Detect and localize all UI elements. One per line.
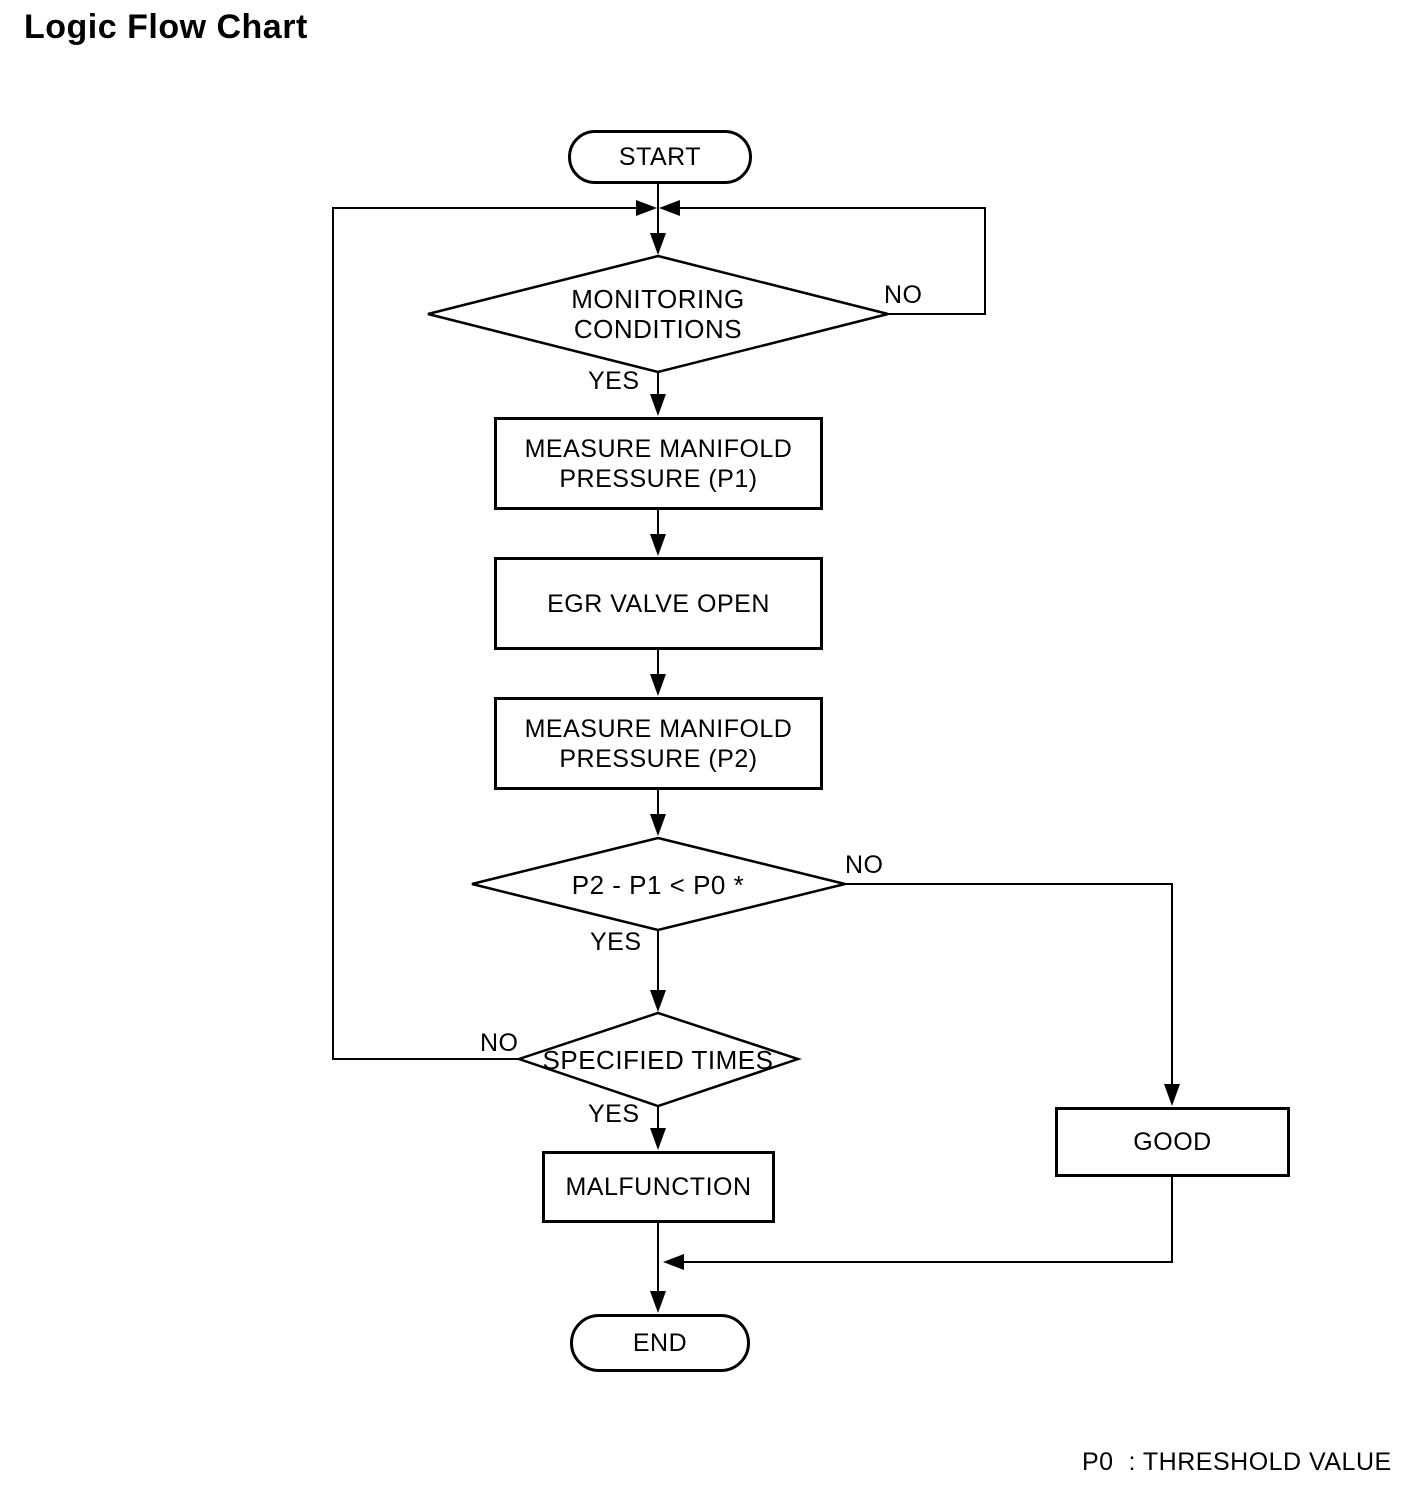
measure-pressure-p1-node: MEASURE MANIFOLD PRESSURE (P1) bbox=[494, 417, 823, 510]
times-no-label: NO bbox=[480, 1029, 519, 1057]
specified-times-decision-label: SPECIFIED TIMES bbox=[542, 1045, 774, 1075]
end-node: END bbox=[570, 1314, 750, 1372]
arrowhead-into-compare bbox=[650, 814, 666, 836]
arrowhead-junction-left bbox=[636, 200, 657, 216]
decision-monitoring-conditions-shape bbox=[427, 254, 889, 374]
arrowhead-into-egr bbox=[650, 534, 666, 556]
measure-pressure-p2-node: MEASURE MANIFOLD PRESSURE (P2) bbox=[494, 697, 823, 790]
edge-compare-no-to-good bbox=[845, 883, 1173, 1103]
decision-specified-times-shape bbox=[515, 1011, 802, 1108]
decision-pressure-compare-shape bbox=[471, 836, 846, 932]
edge-good-to-merge bbox=[666, 1177, 1173, 1263]
monitoring-yes-label: YES bbox=[588, 367, 640, 395]
times-yes-label: YES bbox=[588, 1100, 640, 1128]
good-node: GOOD bbox=[1055, 1107, 1290, 1177]
arrowhead-into-p1 bbox=[650, 394, 666, 416]
malfunction-node: MALFUNCTION bbox=[542, 1151, 775, 1223]
compare-yes-label: YES bbox=[590, 928, 642, 956]
arrowhead-into-good bbox=[1164, 1084, 1180, 1106]
threshold-footnote: P0 : THRESHOLD VALUE bbox=[1082, 1448, 1392, 1476]
page-title: Logic Flow Chart bbox=[24, 8, 308, 46]
monitoring-no-label: NO bbox=[884, 281, 923, 309]
arrowhead-into-p2 bbox=[650, 674, 666, 696]
arrowhead-into-malfunction bbox=[650, 1128, 666, 1150]
monitoring-conditions-decision-label: MONITORING CONDITIONS bbox=[571, 284, 745, 344]
arrowhead-junction-right bbox=[659, 200, 680, 216]
arrowhead-merge-left bbox=[663, 1254, 684, 1270]
arrowhead-into-monitoring bbox=[650, 233, 666, 255]
compare-no-label: NO bbox=[845, 851, 884, 879]
egr-valve-open-node: EGR VALVE OPEN bbox=[494, 557, 823, 650]
arrowhead-into-end bbox=[650, 1291, 666, 1313]
edge-times-no-loop bbox=[332, 207, 652, 1060]
arrowhead-into-times bbox=[650, 990, 666, 1012]
edge-monitoring-no-loop bbox=[664, 207, 986, 315]
start-node: START bbox=[568, 130, 752, 184]
pressure-compare-decision-label: P2 - P1 < P0 * bbox=[571, 870, 745, 900]
